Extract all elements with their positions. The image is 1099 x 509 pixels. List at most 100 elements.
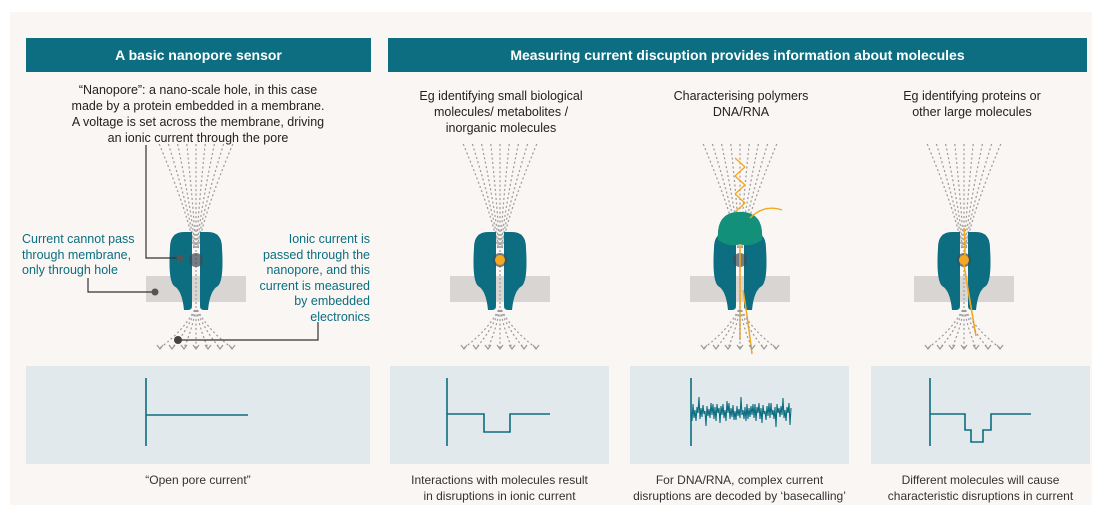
field-arrow (508, 344, 516, 350)
field-arrow (700, 344, 708, 350)
field-arrow (156, 344, 164, 350)
field-arrow (180, 344, 188, 350)
field-arrow (204, 344, 212, 350)
field-line-bottom (159, 309, 196, 349)
trace-box-protein (871, 366, 1090, 464)
field-arrow (496, 344, 504, 350)
field-line-top (740, 143, 750, 249)
field-line-top (730, 143, 740, 249)
trace-box-dna (630, 366, 849, 464)
field-line-top (965, 143, 993, 249)
field-arrow (460, 344, 468, 350)
field-line-top (935, 143, 963, 249)
caption-protein: Different molecules will cause character… (887, 473, 1074, 503)
field-arrow (772, 344, 780, 350)
field-arrow (984, 344, 992, 350)
field-line-bottom (739, 309, 753, 349)
field-arrow (228, 344, 236, 350)
trace-small-molecule (446, 378, 550, 446)
pore-diagram-dna (690, 143, 790, 355)
field-arrow (748, 344, 756, 350)
pore-right-lobe (968, 232, 991, 310)
field-arrow (532, 344, 540, 350)
field-line-top (197, 143, 225, 249)
field-arrow (972, 344, 980, 350)
field-line-top (177, 143, 196, 249)
connector-dot-electronics (174, 336, 182, 344)
pore-right-lobe (504, 232, 527, 310)
membrane (450, 276, 550, 302)
field-line-top (964, 143, 974, 249)
field-line-bottom (195, 309, 209, 349)
connector-membrane (87, 278, 155, 293)
field-line-bottom (951, 309, 965, 349)
dna-helix-strand (734, 193, 746, 204)
field-line-bottom (183, 309, 197, 349)
caption-open-pore: “Open pore current” (145, 473, 251, 487)
field-line-bottom (964, 309, 1001, 349)
pore-left-lobe (713, 232, 736, 310)
field-line-top (481, 143, 500, 249)
field-arrow (936, 344, 944, 350)
pore-left-lobe (473, 232, 496, 310)
field-line-top (500, 143, 519, 249)
connector-electronics (180, 322, 319, 341)
protein-strand (963, 227, 977, 337)
dna-helix-strand (734, 184, 746, 195)
pore-right-lobe (200, 232, 223, 310)
pore-diagram-protein (914, 143, 1014, 350)
field-arrow (168, 344, 176, 350)
dna-helix-strand (734, 202, 746, 213)
callout-ionic-current: Ionic current is passed through the nano… (259, 232, 370, 324)
pore-diagram-basic (146, 143, 246, 350)
dna-helix-strand (734, 157, 746, 168)
field-line-top (721, 143, 740, 249)
field-line-bottom (740, 309, 777, 349)
field-line-top (186, 143, 196, 249)
field-line-bottom (487, 309, 501, 349)
pore-left-lobe (937, 232, 960, 310)
connector-intro (145, 145, 180, 259)
trace-protein (929, 378, 1031, 446)
field-arrow (520, 344, 528, 350)
dna-tail (749, 207, 783, 219)
pore-diagram-small-molecule (450, 143, 550, 350)
field-line-top (740, 143, 759, 249)
field-arrow (724, 344, 732, 350)
field-line-bottom (963, 309, 977, 349)
field-arrow (192, 344, 200, 350)
column-title-polymers: Characterising polymers DNA/RNA (673, 89, 809, 119)
field-line-bottom (927, 309, 964, 349)
field-arrow (712, 344, 720, 350)
field-arrow (760, 344, 768, 350)
pore-left-lobe (169, 232, 192, 310)
field-line-bottom (703, 309, 740, 349)
field-line-top (501, 143, 529, 249)
column-title-proteins: Eg identifying proteins or other large m… (903, 89, 1041, 119)
dna-helix-strand (734, 166, 746, 177)
analyte-molecule (495, 255, 505, 265)
pore-right-lobe (744, 232, 767, 310)
caption-small-molecule: Interactions with molecules result in di… (411, 473, 588, 503)
field-line-top (945, 143, 964, 249)
field-line-bottom (463, 309, 500, 349)
intro-description: “Nanopore”: a nano-scale hole, in this c… (71, 83, 325, 145)
trace-open-pore (145, 378, 248, 446)
field-arrow (948, 344, 956, 350)
field-arrow (924, 344, 932, 350)
field-line-top (954, 143, 964, 249)
field-line-top (167, 143, 195, 249)
membrane (914, 276, 1014, 302)
field-line-bottom (196, 309, 233, 349)
trace-dna (690, 396, 792, 428)
field-arrow (996, 344, 1004, 350)
pore-constriction (189, 253, 203, 267)
field-line-top (490, 143, 500, 249)
field-line-top (196, 143, 206, 249)
motor-protein (717, 212, 763, 246)
trace-box-open-pore (26, 366, 370, 464)
header-basic-sensor: A basic nanopore sensor (26, 38, 371, 72)
caption-dna: For DNA/RNA, complex current disruptions… (633, 473, 846, 503)
membrane (146, 276, 246, 302)
